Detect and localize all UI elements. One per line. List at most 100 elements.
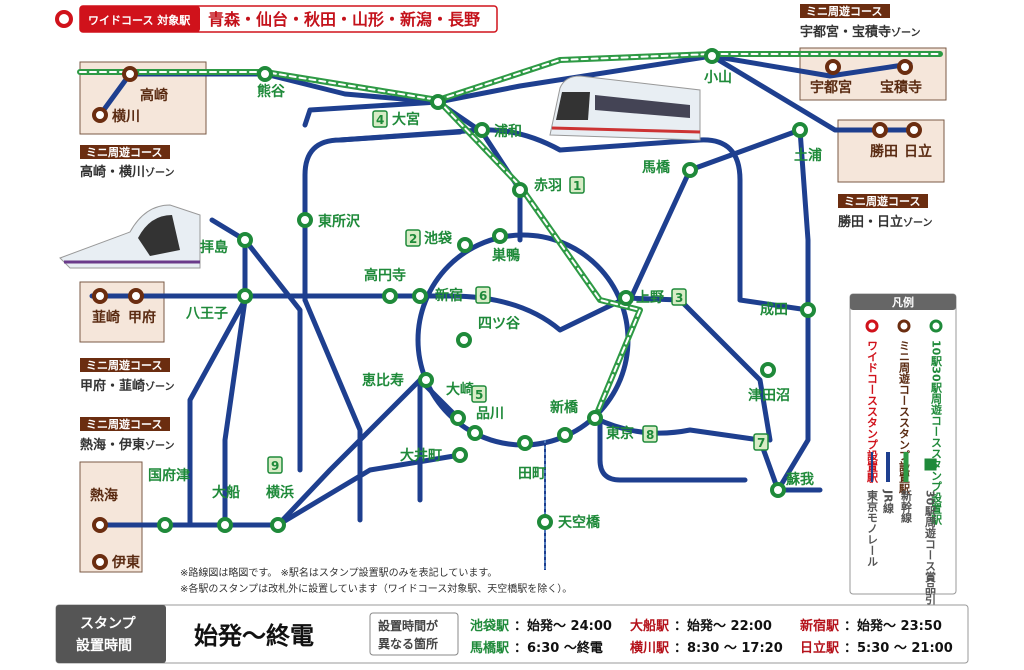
footer-station-0: 池袋駅 xyxy=(470,618,510,634)
footer-label-2: 設置時間 xyxy=(76,637,132,654)
station-ueno-marker[interactable] xyxy=(618,290,634,306)
label-kozu: 国府津 xyxy=(148,467,190,484)
chuo-line xyxy=(89,293,629,333)
prize-badges: 1 2 3 4 5 6 7 8 9 xyxy=(267,110,769,474)
station-tsudanuma-marker[interactable] xyxy=(760,362,776,378)
station-tokorozawa-marker[interactable] xyxy=(297,212,313,228)
station-yokokawa-marker[interactable] xyxy=(92,107,108,123)
mini-badge-takasaki: ミニ周遊コース xyxy=(86,145,162,159)
shinkansen-east-dash xyxy=(437,53,941,101)
station-ebisu-marker[interactable] xyxy=(418,372,434,388)
keihin-north xyxy=(435,99,523,243)
label-koenji: 高円寺 xyxy=(364,267,406,284)
station-nirasaki-marker[interactable] xyxy=(92,288,108,304)
label-yokokawa: 横川 xyxy=(112,108,140,125)
mini-badge-utsunomiya: ミニ周遊コース xyxy=(806,4,882,18)
footer-time-5: ：5:30 ～ 21:00 xyxy=(844,641,953,656)
footer-station-2: 大船駅 xyxy=(630,618,670,634)
station-omiya-marker[interactable] xyxy=(430,94,446,110)
footer-time-4: ：始発～ 23:50 xyxy=(844,618,942,634)
station-ikebukuro-marker[interactable] xyxy=(457,237,473,253)
footer-station-1: 馬橋駅 xyxy=(470,640,510,656)
station-tenkubashi-marker[interactable] xyxy=(537,514,553,530)
note-1: ※路線図は略図です。 ※駅名はスタンプ設置駅のみを表記しています。 xyxy=(180,566,497,579)
label-osaki: 大崎 xyxy=(446,381,474,398)
footer-station-3: 横川駅 xyxy=(630,640,670,656)
station-soga-marker[interactable] xyxy=(770,482,786,498)
station-haijima-marker[interactable] xyxy=(237,232,253,248)
mini-badge-kofu: ミニ周遊コース xyxy=(86,358,162,372)
station-osaki-marker[interactable] xyxy=(450,410,466,426)
station-takasaki-marker[interactable] xyxy=(122,66,138,82)
label-yotsuya: 四ツ谷 xyxy=(478,316,521,332)
station-ito-marker[interactable] xyxy=(92,554,108,570)
station-shimbashi-marker[interactable] xyxy=(557,427,573,443)
label-ofuna: 大船 xyxy=(212,484,240,501)
station-akabane-marker[interactable] xyxy=(512,182,528,198)
legend-green-icon xyxy=(929,319,943,333)
station-yokohama-marker[interactable] xyxy=(270,517,286,533)
badge-tsudanuma: 7 xyxy=(757,436,765,450)
label-shinjuku: 新宿 xyxy=(435,287,463,304)
station-narita-marker[interactable] xyxy=(800,302,816,318)
station-utsunomiya-marker[interactable] xyxy=(825,59,841,75)
green-stations xyxy=(157,48,816,533)
badge-akabane: 1 xyxy=(573,179,581,193)
station-kozu-marker[interactable] xyxy=(157,517,173,533)
station-atami-marker[interactable] xyxy=(92,517,108,533)
badge-yokohama: 9 xyxy=(271,459,279,473)
station-kofu-marker[interactable] xyxy=(128,288,144,304)
narita-link xyxy=(737,297,811,313)
station-sugamo-marker[interactable] xyxy=(492,228,508,244)
musashino-north xyxy=(337,127,743,303)
mini-name-utsunomiya: 宇都宮・宝積寺ゾーン xyxy=(800,24,921,40)
jr-lines xyxy=(89,53,918,528)
station-oimachi-marker[interactable] xyxy=(452,447,468,463)
label-narita: 成田 xyxy=(760,301,788,318)
sobu-line xyxy=(623,295,773,443)
station-koenji-marker[interactable] xyxy=(382,288,398,304)
label-tenkubashi: 天空橋 xyxy=(558,514,601,531)
station-tamachi-marker[interactable] xyxy=(517,435,533,451)
footer-diff-1: 設置時間が xyxy=(378,618,438,633)
legend-shinkansen-text: 新幹線 xyxy=(900,489,913,524)
mini-name-kofu: 甲府・韮崎ゾーン xyxy=(80,378,175,394)
footer-time-1: ：6:30 ～終電 xyxy=(514,640,603,656)
footer: スタンプ 設置時間 始発～終電 設置時間が 異なる箇所 池袋駅 ：始発～ 24:… xyxy=(55,604,969,664)
sagami-line xyxy=(187,297,248,528)
station-shinjuku-marker[interactable] xyxy=(412,288,428,304)
station-hachioji-marker[interactable] xyxy=(237,288,253,304)
zone-station-labels: 高崎 横川 宇都宮 宝積寺 勝田 日立 韮崎 甲府 熱海 伊東 xyxy=(90,79,932,571)
footer-time-3: ：8:30 ～ 17:20 xyxy=(674,641,783,656)
station-kumagaya-marker[interactable] xyxy=(257,66,273,82)
mini-badge-atami: ミニ周遊コース xyxy=(86,417,162,431)
badge-tokyo: 8 xyxy=(646,428,654,442)
station-tsuchiura-marker[interactable] xyxy=(792,122,808,138)
zone-atami xyxy=(79,461,143,573)
label-ikebukuro: 池袋 xyxy=(424,230,453,247)
wide-course-badge: ワイドコース 対象駅 xyxy=(88,13,190,27)
station-hoshakuji-marker[interactable] xyxy=(897,59,913,75)
label-oimachi: 大井町 xyxy=(400,447,442,464)
label-tokorozawa: 東所沢 xyxy=(318,213,361,230)
notes: ※路線図は略図です。 ※駅名はスタンプ設置駅のみを表記しています。 ※各駅のスタ… xyxy=(180,566,572,595)
station-hitachi-marker[interactable] xyxy=(906,122,922,138)
label-hachioji: 八王子 xyxy=(185,306,228,322)
keiyo-lower xyxy=(597,417,748,483)
wide-course-cities: 青森・仙台・秋田・山形・新潟・長野 xyxy=(208,10,480,29)
joban-upper xyxy=(709,53,918,133)
label-oyama: 小山 xyxy=(704,70,732,86)
label-soga: 蘇我 xyxy=(785,471,814,488)
station-ofuna-marker[interactable] xyxy=(217,517,233,533)
station-katsuta-marker[interactable] xyxy=(872,122,888,138)
station-oyama-marker[interactable] xyxy=(704,48,720,64)
station-mabashi-marker[interactable] xyxy=(682,162,698,178)
keihin-south xyxy=(275,377,463,528)
station-tokyo-marker[interactable] xyxy=(587,410,603,426)
station-shinagawa-marker[interactable] xyxy=(467,425,483,441)
label-kumagaya: 熊谷 xyxy=(257,83,286,100)
station-urawa-marker[interactable] xyxy=(474,122,490,138)
footer-time-2: ：始発～ 22:00 xyxy=(674,618,772,634)
station-yotsuya-marker[interactable] xyxy=(456,332,472,348)
footer-station-5: 日立駅 xyxy=(800,640,840,656)
